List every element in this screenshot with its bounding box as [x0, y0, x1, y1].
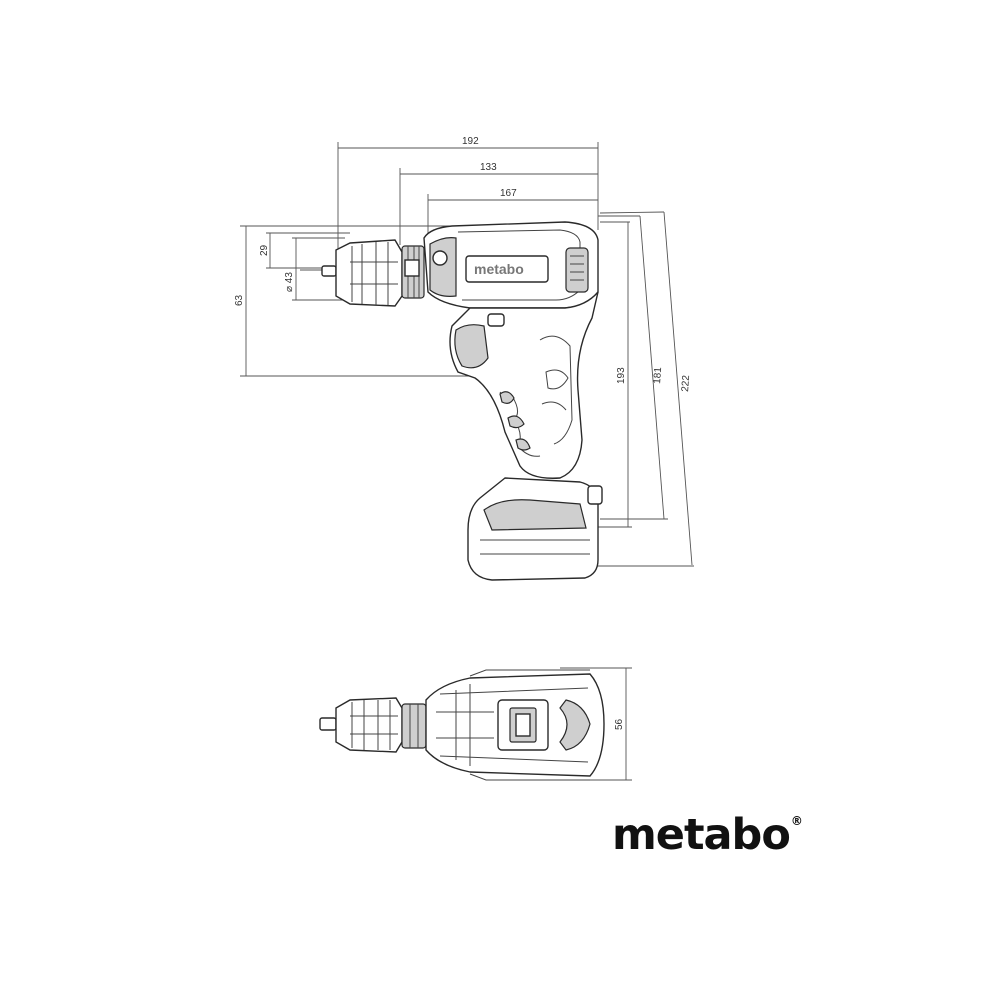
housing: metabo	[423, 221, 599, 309]
dimension-lines-right	[580, 211, 694, 567]
dim-top-width: 56	[614, 718, 625, 730]
dim-chuck-height: 29	[259, 244, 270, 256]
dim-chuck-diameter: ⌀ 43	[284, 272, 295, 292]
chuck	[321, 239, 425, 307]
dim-height-2: 181	[652, 366, 664, 384]
metabo-logo: metabo®	[612, 810, 803, 860]
battery-base	[467, 477, 603, 581]
dim-length-short: 167	[500, 188, 517, 199]
dim-height-3: 222	[680, 374, 692, 392]
dimension-labels-side: 192 133 167 63 29 ⌀ 43 193 181 222	[234, 136, 692, 392]
handle	[449, 291, 599, 479]
dim-height-left: 63	[234, 294, 245, 306]
dimension-lines-top	[337, 142, 599, 275]
svg-text:metabo: metabo	[474, 261, 524, 277]
top-view-drill: 56	[319, 667, 632, 781]
logo-text: metabo	[612, 810, 791, 860]
dim-length-mid: 133	[480, 162, 497, 173]
registered-mark: ®	[790, 814, 803, 828]
dim-overall-length: 192	[462, 136, 479, 147]
dim-height-1: 193	[616, 367, 627, 384]
side-view-drill: metabo 192	[234, 136, 694, 581]
